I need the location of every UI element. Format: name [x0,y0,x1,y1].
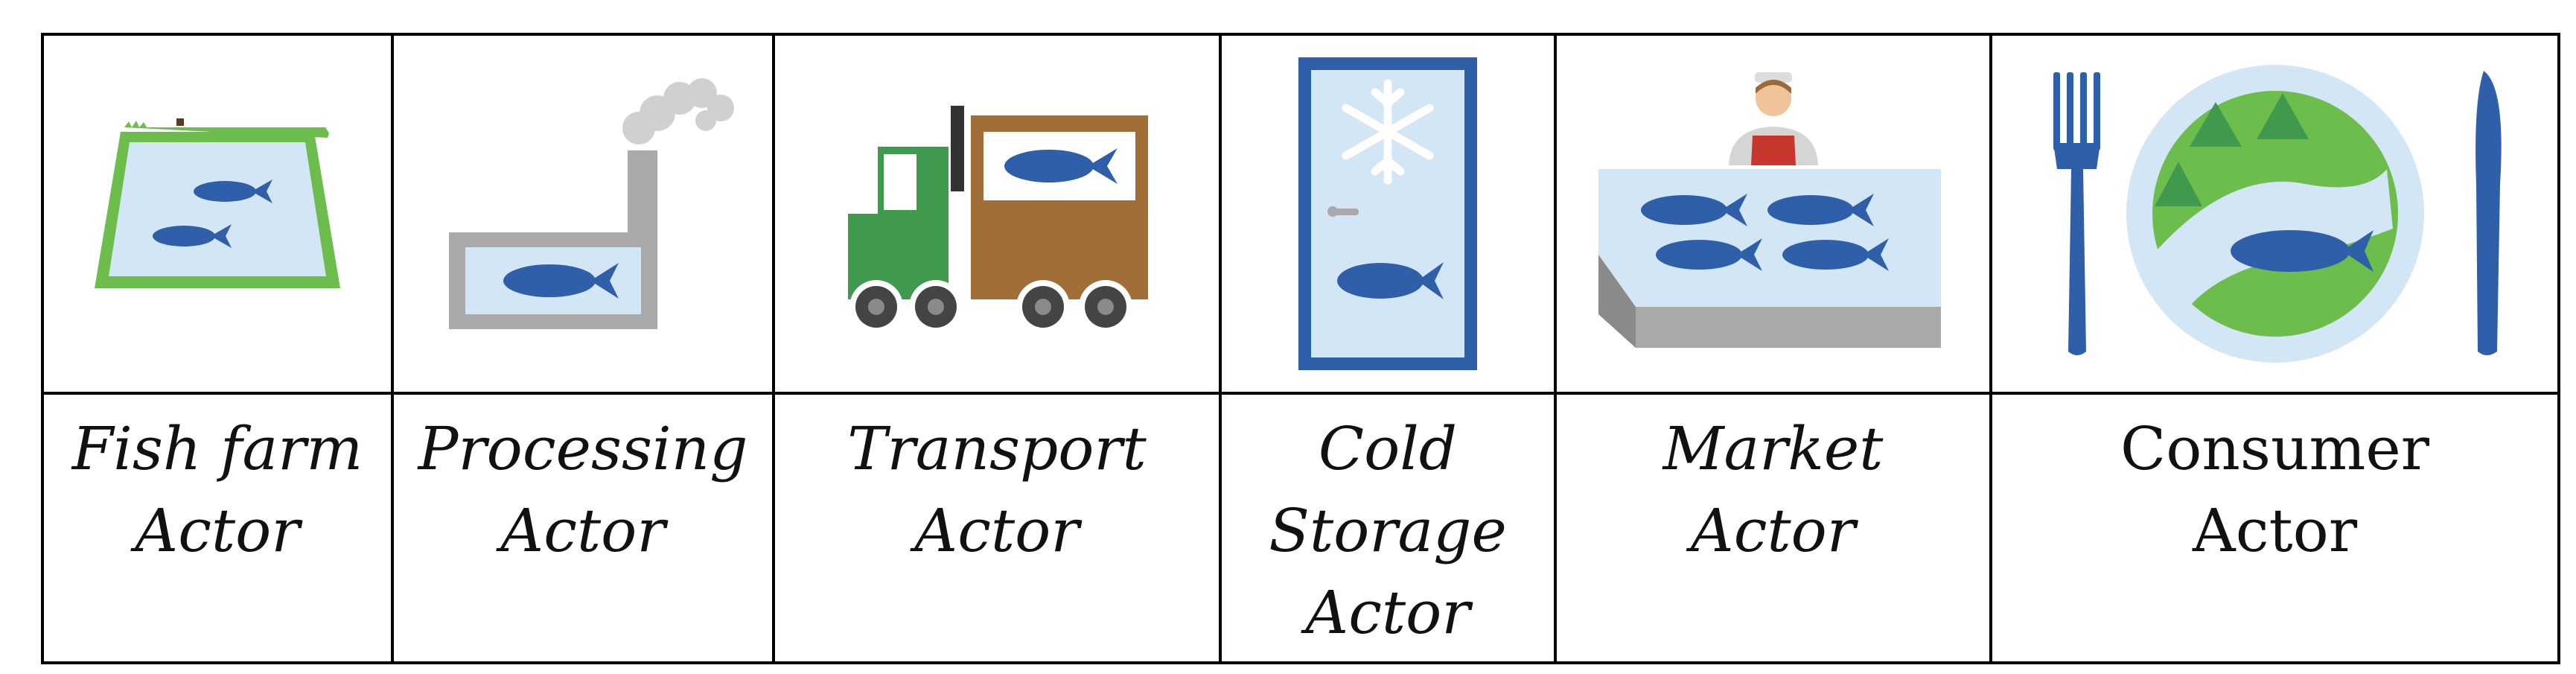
label-row: Fish farm Actor Processing Actor Transpo… [41,392,2560,664]
actor-table: Fish farm Actor Processing Actor Transpo… [41,33,2560,664]
fish-market-icon [1598,72,1941,348]
market-label: Market Actor [1554,392,1992,664]
cold-storage-icon-cell [1219,33,1557,395]
processing-label: Processing Actor [391,392,775,664]
factory-icon [449,78,734,329]
transport-label: Transport Actor [772,392,1222,664]
consumer-label: Consumer Actor [1989,392,2560,664]
fork-icon [2053,72,2100,355]
snowflake-icon [1342,79,1434,185]
plate-cutlery-icon [2053,65,2502,363]
knife-icon [2475,71,2502,355]
truck-icon [848,106,1148,333]
processing-icon-cell [391,33,775,395]
market-icon-cell [1554,33,1992,395]
icon-row [41,33,2560,395]
consumer-icon-cell [1989,33,2560,395]
freezer-icon [1298,57,1477,370]
fish-farm-icon-cell [41,33,394,395]
fish-pond-icon [95,118,340,288]
cold-storage-label: Cold Storage Actor [1219,392,1557,664]
fish-farm-label: Fish farm Actor [41,392,394,664]
transport-icon-cell [772,33,1222,395]
